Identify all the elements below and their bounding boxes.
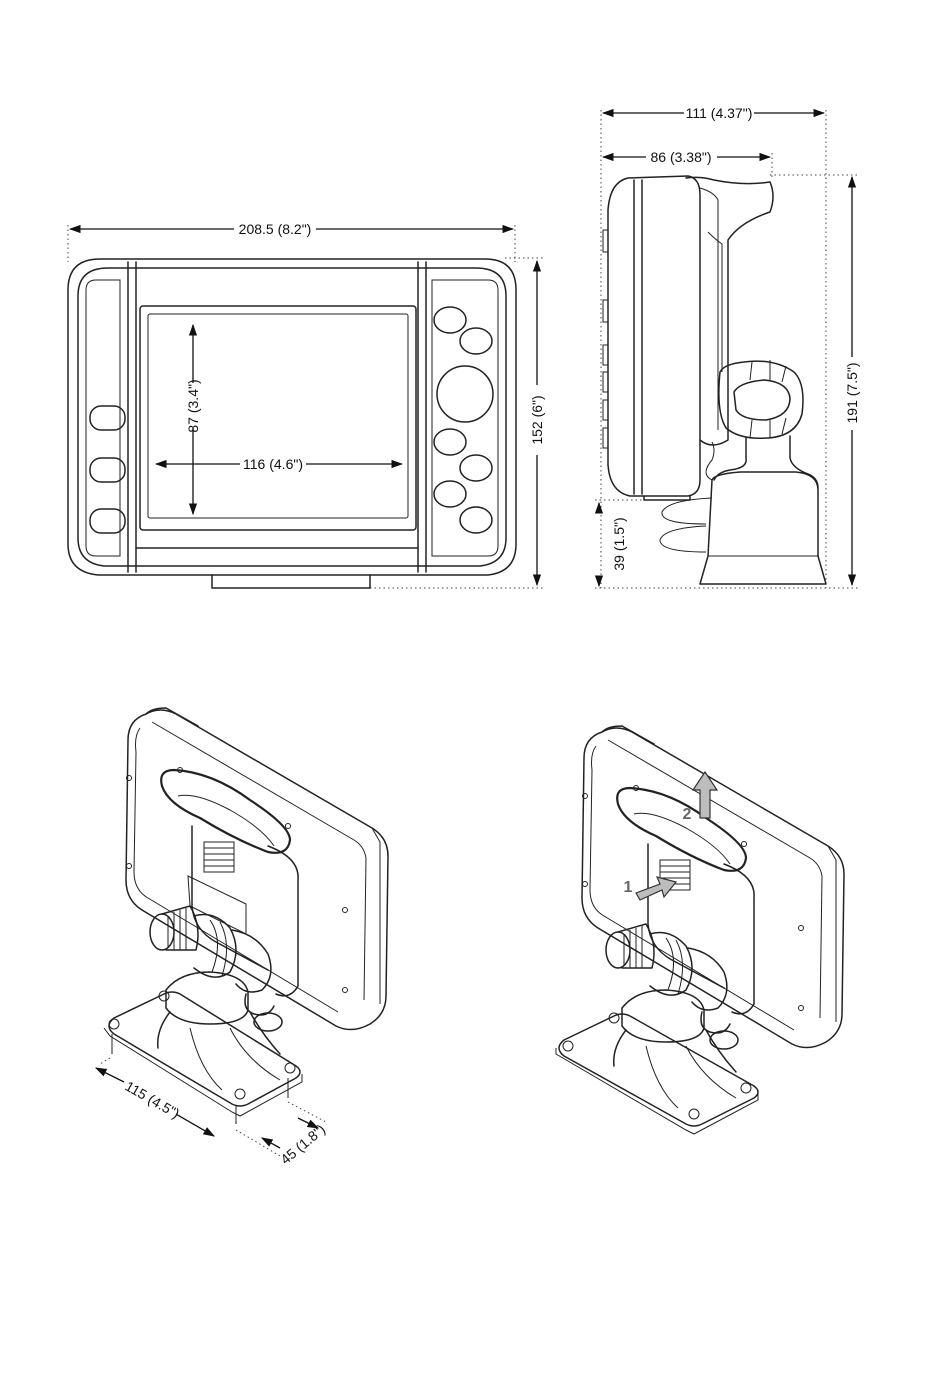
base-length-label: 115 (4.5") — [123, 1078, 183, 1122]
bracket-height-label: 39 (1.5") — [611, 517, 627, 570]
side-depth-case-label: 86 (3.38") — [650, 149, 711, 165]
screen-height-label: 87 (3.4") — [185, 379, 201, 432]
bracket-height-dimension: 39 (1.5") — [599, 503, 627, 586]
side-depth-total-label: 111 (4.37") — [686, 105, 753, 121]
front-height-dimension: 152 (6") — [529, 261, 545, 585]
side-height-total-label: 191 (7.5") — [844, 362, 860, 423]
screen-height-dimension: 87 (3.4") — [185, 325, 201, 514]
isometric-removal-view — [556, 726, 844, 1134]
screen-width-label: 116 (4.6") — [243, 456, 303, 472]
front-view — [68, 225, 545, 588]
side-depth-total-dimension: 111 (4.37") — [603, 105, 824, 121]
side-view — [595, 110, 858, 588]
base-width-dimension: 45 (1.8") — [262, 1118, 328, 1167]
front-width-label: 208.5 (8.2") — [239, 221, 312, 237]
front-width-dimension: 208.5 (8.2") — [70, 221, 513, 237]
base-length-dimension: 115 (4.5") — [96, 1068, 214, 1136]
step-1-label: 1 — [624, 879, 633, 896]
front-height-label: 152 (6") — [529, 395, 545, 444]
side-depth-case-dimension: 86 (3.38") — [603, 149, 770, 165]
side-height-total-dimension: 191 (7.5") — [844, 177, 860, 585]
base-width-label: 45 (1.8") — [277, 1121, 328, 1167]
step-2-label: 2 — [683, 806, 692, 823]
